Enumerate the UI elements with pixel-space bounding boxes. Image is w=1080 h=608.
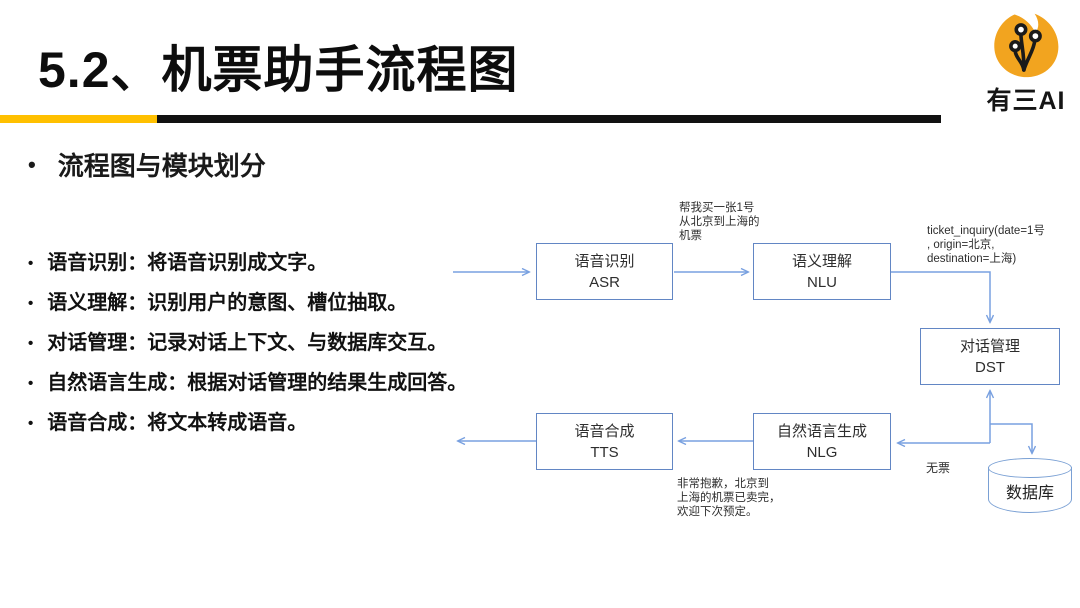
- database-cylinder-top: [988, 458, 1072, 478]
- arrow-nlu-to-dst: [891, 271, 990, 322]
- node-abbr: ASR: [589, 273, 620, 291]
- bullet-text: 对话管理：记录对话上下文、与数据库交互。: [47, 332, 448, 354]
- flow-node-asr: 语音识别 ASR: [536, 243, 673, 300]
- logo: 有三AI: [978, 8, 1074, 117]
- bullet-dot: •: [28, 415, 34, 432]
- annotation-user-query: 帮我买一张1号 从北京到上海的 机票: [679, 202, 760, 242]
- annotation-db-result: 无票: [926, 461, 951, 475]
- bullet-item-asr: • 语音识别：将语音识别成文字。: [28, 252, 478, 275]
- bullet-dot: •: [28, 335, 34, 352]
- node-name: 自然语言生成: [776, 422, 867, 440]
- bullet-dot: •: [28, 255, 34, 272]
- flow-node-nlu: 语义理解 NLU: [753, 243, 891, 300]
- logo-text: 有三AI: [986, 87, 1066, 115]
- annotation-system-reply: 非常抱歉，北京到 上海的机票已卖完， 欢迎下次预定。: [677, 478, 781, 518]
- node-name: 语义理解: [791, 252, 852, 270]
- bullet-dot: •: [28, 295, 34, 312]
- node-name: 对话管理: [959, 337, 1020, 355]
- flow-node-nlg: 自然语言生成 NLG: [753, 413, 891, 470]
- flow-node-tts: 语音合成 TTS: [536, 413, 673, 470]
- logo-flame-icon: [994, 13, 1059, 78]
- database-label: 数据库: [1005, 485, 1054, 502]
- annotation-nlu-output: ticket_inquiry(date=1号 , origin=北京, dest…: [927, 225, 1045, 265]
- node-abbr: TTS: [590, 443, 619, 461]
- divider-accent-segment: [0, 115, 157, 123]
- bullet-item-nlu: • 语义理解：识别用户的意图、槽位抽取。: [28, 292, 478, 315]
- node-name: 语音识别: [574, 252, 635, 270]
- flow-node-dst: 对话管理 DST: [920, 328, 1060, 385]
- node-abbr: NLG: [806, 443, 838, 461]
- bullet-text: 语音合成：将文本转成语音。: [47, 412, 308, 434]
- bullet-dot: •: [28, 375, 34, 392]
- bullet-item-nlg: • 自然语言生成：根据对话管理的结果生成回答。: [28, 372, 478, 395]
- page-title: 5.2、机票助手流程图: [38, 42, 519, 98]
- node-abbr: DST: [975, 358, 1005, 376]
- bullet-text: 语音识别：将语音识别成文字。: [47, 252, 328, 274]
- bullet-list: • 语音识别：将语音识别成文字。 • 语义理解：识别用户的意图、槽位抽取。 • …: [28, 252, 478, 452]
- node-abbr: NLU: [806, 273, 837, 291]
- section-heading: • 流程图与模块划分: [28, 146, 266, 183]
- arrow-dst-to-database: [990, 423, 1032, 453]
- bullet-text: 语义理解：识别用户的意图、槽位抽取。: [47, 292, 408, 314]
- bullet-dot: •: [28, 151, 36, 177]
- divider-segment: [157, 115, 941, 123]
- bullet-item-tts: • 语音合成：将文本转成语音。: [28, 412, 478, 435]
- bullet-item-dst: • 对话管理：记录对话上下文、与数据库交互。: [28, 332, 478, 355]
- bullet-text: 自然语言生成：根据对话管理的结果生成回答。: [47, 372, 468, 394]
- node-name: 语音合成: [574, 422, 635, 440]
- section-heading-label: 流程图与模块划分: [57, 151, 266, 181]
